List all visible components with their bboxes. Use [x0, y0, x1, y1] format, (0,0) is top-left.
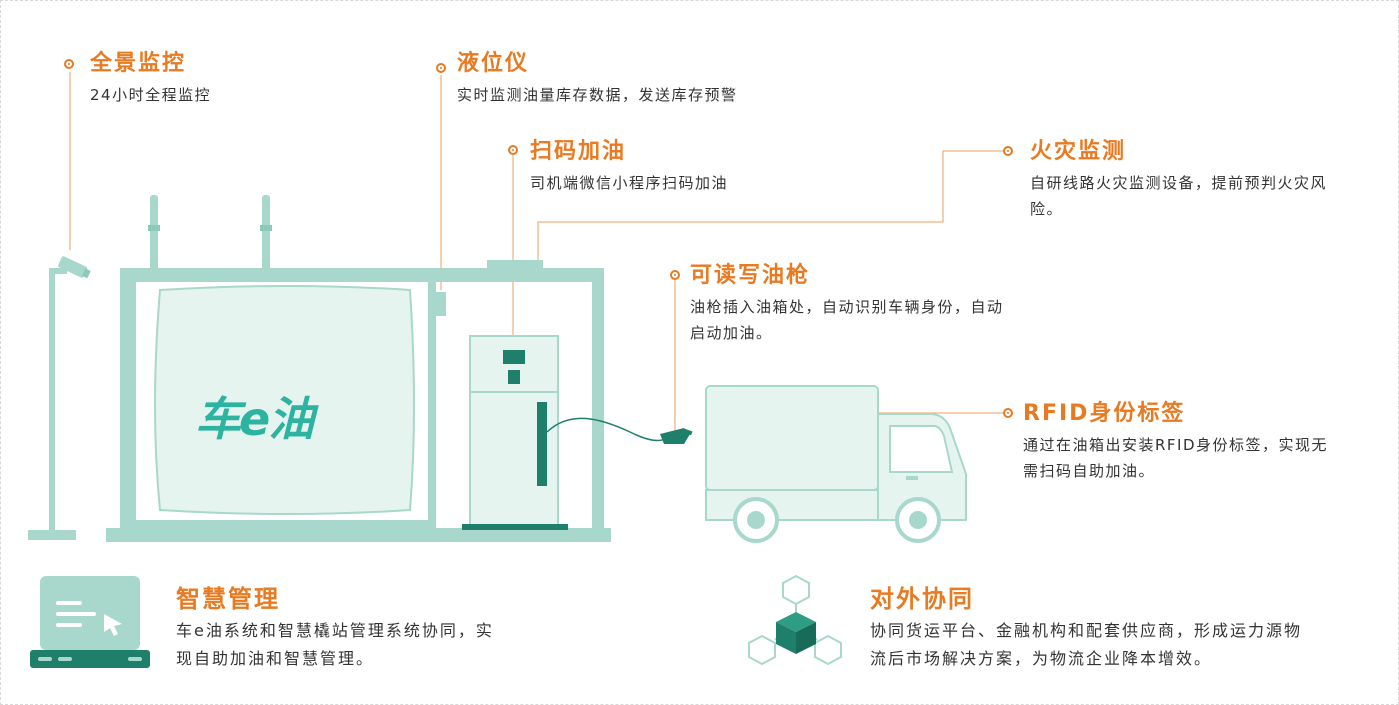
callout-rfid: RFID身份标签 通过在油箱出安装RFID身份标签，实现无需扫码自助加油。 — [1003, 400, 1343, 484]
callout-desc: 油枪插入油箱处，自动识别车辆身份，自动启动加油。 — [690, 298, 1004, 342]
callout-title: RFID身份标签 — [1023, 401, 1186, 426]
callout-desc: 通过在油箱出安装RFID身份标签，实现无需扫码自助加油。 — [1023, 436, 1329, 480]
callout-level: 液位仪 实时监测油量库存数据，发送库存预警 — [436, 50, 738, 108]
callout-desc: 协同货运平台、金融机构和配套供应商，形成运力源物流后市场解决方案，为物流企业降本… — [870, 621, 1303, 668]
connector-lines — [69, 72, 1008, 432]
callout-desc: 车e油系统和智慧橇站管理系统协同，实现自助加油和智慧管理。 — [176, 621, 494, 668]
laptop-icon — [30, 576, 150, 668]
callout-coop: 对外协同 协同货运平台、金融机构和配套供应商，形成运力源物流后市场解决方案，为物… — [870, 585, 1310, 673]
fuel-hose — [546, 417, 669, 442]
bullet-icon — [436, 63, 446, 73]
callout-desc: 实时监测油量库存数据，发送库存预警 — [457, 86, 738, 104]
callout-scan: 扫码加油 司机端微信小程序扫码加油 — [508, 138, 729, 196]
bullet-icon — [508, 145, 518, 155]
callout-desc: 自研线路火灾监测设备，提前预判火灾风险。 — [1030, 174, 1328, 218]
fuel-nozzle-icon — [660, 428, 693, 444]
callout-smart: 智慧管理 车e油系统和智慧橇站管理系统协同，实现自助加油和智慧管理。 — [176, 585, 506, 673]
callout-panorama: 全景监控 24小时全程监控 — [64, 50, 212, 108]
callout-nozzle: 可读写油枪 油枪插入油箱处，自动识别车辆身份，自动启动加油。 — [670, 262, 1010, 346]
callout-title: 可读写油枪 — [690, 263, 811, 288]
callout-title: 全景监控 — [90, 51, 187, 76]
skid-station — [106, 195, 611, 542]
callout-title: 对外协同 — [870, 585, 974, 613]
callout-desc: 24小时全程监控 — [90, 86, 212, 104]
fuel-tank — [154, 285, 415, 515]
callout-fire: 火灾监测 自研线路火灾监测设备，提前预判火灾风险。 — [1003, 138, 1350, 222]
camera-icon — [28, 256, 91, 540]
bullet-icon — [1003, 146, 1013, 156]
callout-title: 火灾监测 — [1030, 139, 1127, 164]
callout-title: 扫码加油 — [530, 139, 627, 164]
callout-desc: 司机端微信小程序扫码加油 — [530, 174, 729, 192]
callout-title: 液位仪 — [457, 51, 530, 76]
truck-icon — [705, 385, 967, 543]
fuel-dispenser-icon — [462, 335, 568, 530]
brand-logo: 车e油 — [195, 392, 314, 446]
bullet-icon — [1003, 408, 1013, 418]
callout-title: 智慧管理 — [176, 585, 280, 613]
bullet-icon — [64, 59, 74, 69]
bullet-icon — [670, 270, 680, 280]
cube-network-icon — [748, 574, 842, 666]
